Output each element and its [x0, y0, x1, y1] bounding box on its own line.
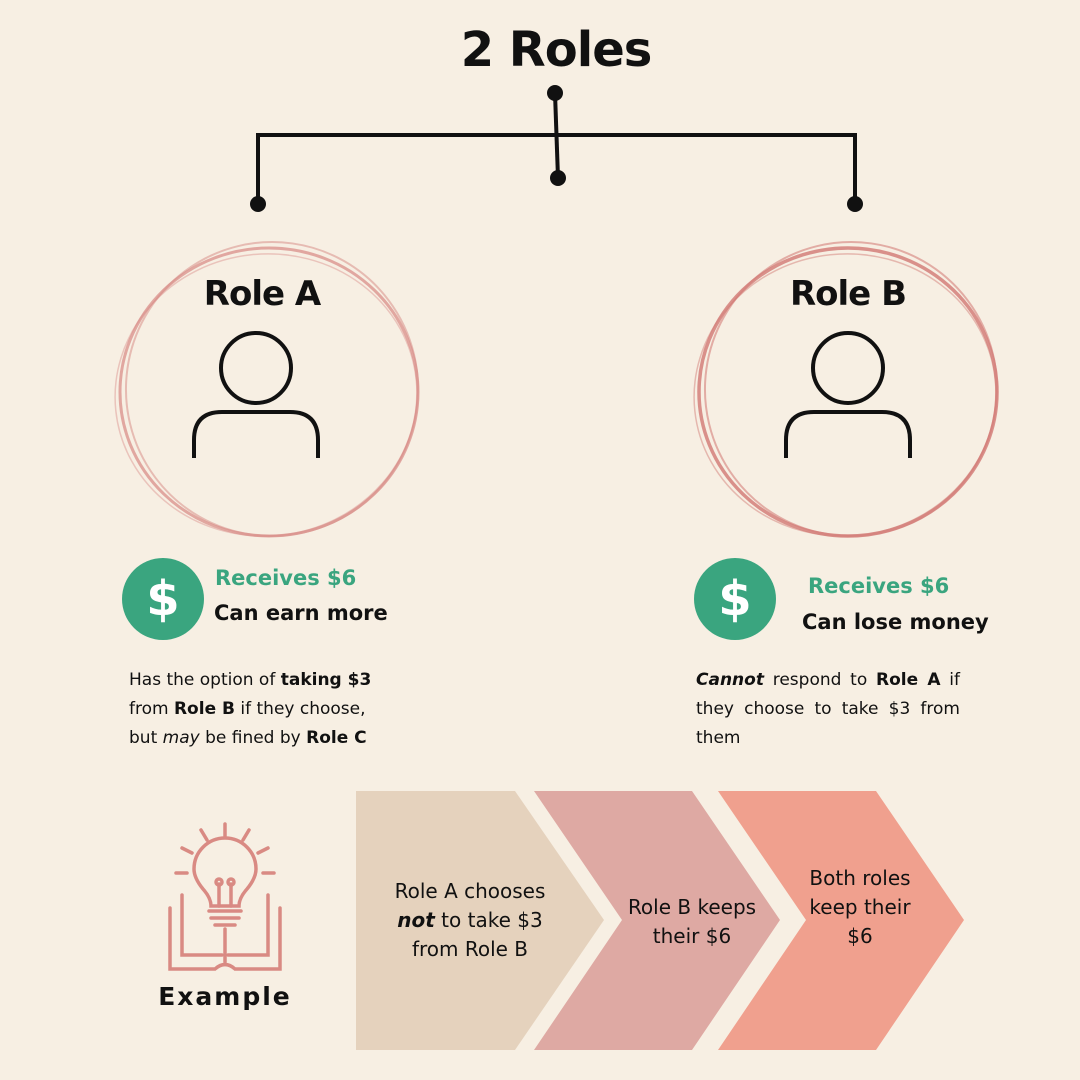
role-b-ring — [693, 241, 999, 538]
user-icon — [192, 331, 320, 458]
role-a-ring — [114, 241, 420, 538]
role-b-description: Cannot respond to Role A if they choose … — [696, 670, 961, 748]
page-title: 2 Roles — [460, 22, 653, 78]
dollar-icon: $ — [694, 558, 776, 640]
role-a-subtitle: Can earn more — [214, 601, 388, 625]
step-1-text: Role A chooses not to take $3 from Role … — [394, 879, 546, 961]
dollar-icon: $ — [122, 558, 204, 640]
role-b-subtitle: Can lose money — [802, 610, 989, 634]
step-2-arrow — [534, 791, 780, 1050]
role-a-receives: Receives $6 — [215, 566, 357, 590]
step-3-text: Both roles keep their $6 — [809, 866, 911, 948]
role-b-title: Role B — [789, 274, 907, 314]
role-connector — [256, 92, 857, 204]
lightbulb-book-icon — [168, 822, 282, 971]
step-3-arrow — [718, 791, 964, 1050]
role-a-description: Has the option of taking $3 from Role B … — [129, 670, 372, 748]
user-icon — [784, 331, 912, 458]
role-a-title: Role A — [203, 274, 321, 314]
connector-left-dot — [250, 196, 266, 212]
connector-right-dot — [847, 196, 863, 212]
role-b-receives: Receives $6 — [808, 574, 950, 598]
connector-middle-dot — [550, 170, 566, 186]
step-2-text: Role B keeps their $6 — [627, 895, 757, 948]
step-1-arrow — [356, 791, 604, 1050]
connector-top-dot — [547, 85, 563, 101]
example-label: Example — [158, 982, 292, 1011]
